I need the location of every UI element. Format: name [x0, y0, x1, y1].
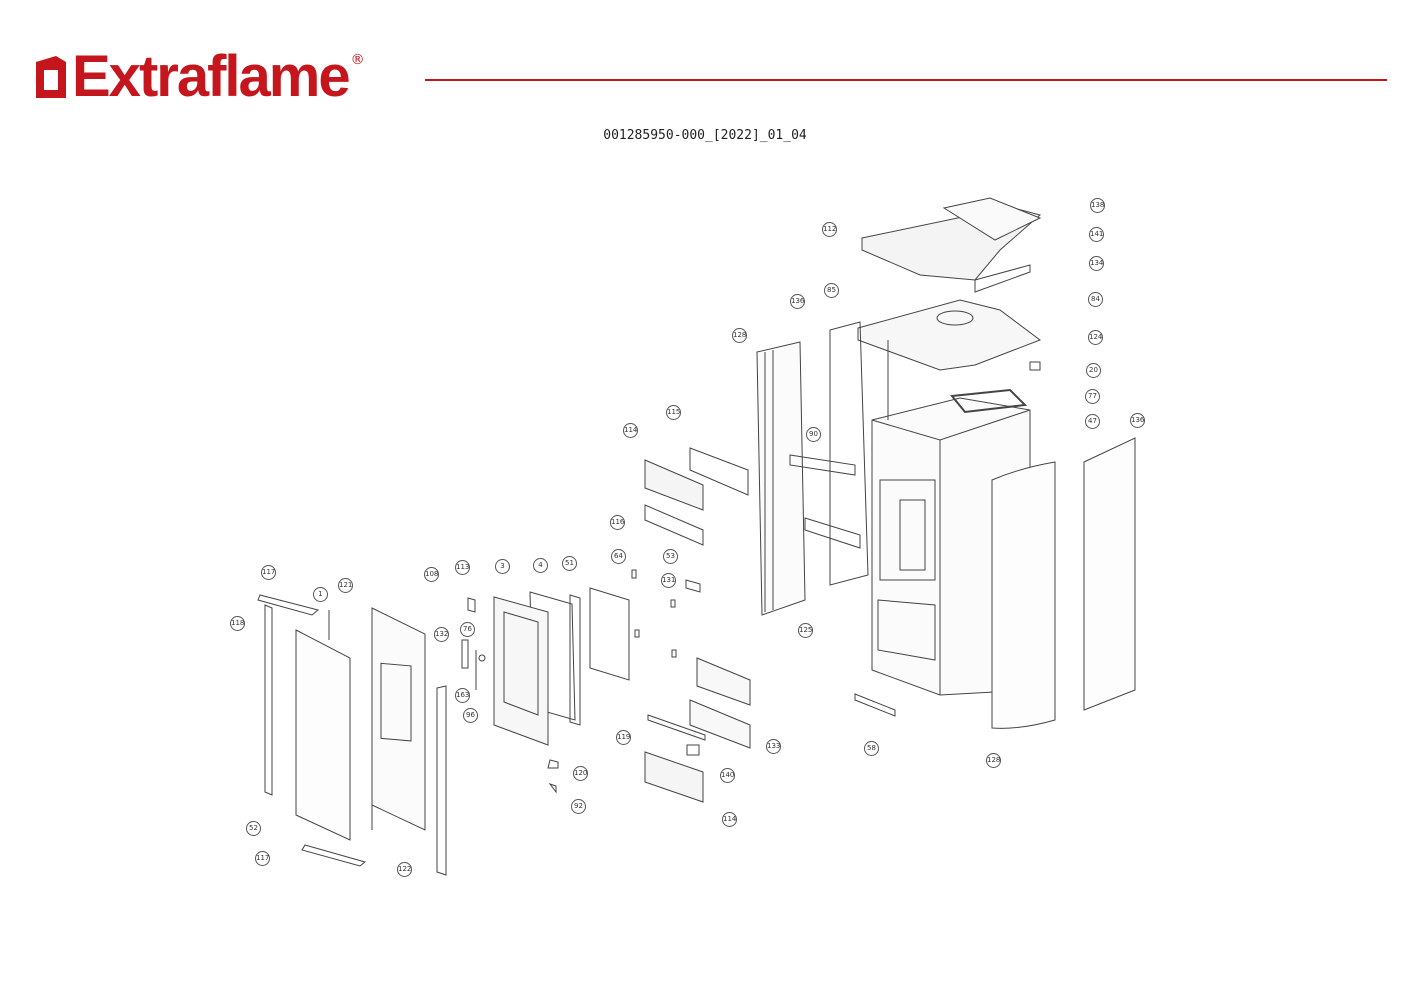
part-panel-115 [689, 447, 749, 496]
callout-20: 20 [1086, 363, 1101, 378]
callout-53: 53 [663, 549, 678, 564]
callout-4: 4 [533, 558, 548, 573]
callout-47: 47 [1085, 414, 1100, 429]
part-glass-51 [589, 587, 630, 681]
callout-114: 114 [623, 423, 638, 438]
callout-125: 125 [798, 623, 813, 638]
callout-85: 85 [824, 283, 839, 298]
part-glass-52 [295, 629, 351, 841]
callout-52: 52 [246, 821, 261, 836]
callout-132: 132 [434, 627, 449, 642]
logo-mark-icon [36, 56, 66, 98]
callout-122: 122 [397, 862, 412, 877]
callout-141: 141 [1089, 227, 1104, 242]
part-left-column [756, 341, 806, 616]
part-strip-122 [436, 685, 447, 876]
callout-120: 120 [573, 766, 588, 781]
callout-92: 92 [571, 799, 586, 814]
callout-113: 113 [455, 560, 470, 575]
part-panel-133 [689, 657, 751, 749]
header-rule [425, 79, 1387, 81]
part-panel-119 [647, 714, 706, 741]
callout-138: 138 [1090, 198, 1105, 213]
callout-131: 131 [661, 573, 676, 588]
callout-108: 108 [424, 567, 439, 582]
part-top-plate [857, 299, 1042, 371]
part-side-panel [1083, 437, 1136, 711]
callout-96: 96 [463, 708, 478, 723]
callout-1: 1 [313, 587, 328, 602]
callout-117: 117 [255, 851, 270, 866]
callout-76: 76 [460, 622, 475, 637]
part-door-113 [493, 596, 549, 746]
part-panel-114b [644, 751, 704, 803]
callout-116: 116 [610, 515, 625, 530]
callout-112: 112 [822, 222, 837, 237]
part-strip-117-bottom [301, 844, 367, 867]
callout-128: 128 [986, 753, 1001, 768]
brand-logo: Extraflame ® [34, 48, 365, 108]
part-rear-panel [829, 321, 869, 586]
part-panel-114 [644, 459, 704, 511]
callout-136: 136 [1130, 413, 1145, 428]
callout-128: 128 [732, 328, 747, 343]
part-bracket [974, 264, 1031, 293]
document-code: 001285950-000_[2022]_01_04 [603, 128, 807, 143]
callout-114: 114 [722, 812, 737, 827]
callout-77: 77 [1085, 389, 1100, 404]
callout-163: 163 [455, 688, 470, 703]
callout-84: 84 [1088, 292, 1103, 307]
callout-90: 90 [806, 427, 821, 442]
part-top-cover [942, 197, 1042, 241]
part-foot-58 [854, 693, 896, 717]
part-right-curved-panel [991, 461, 1056, 729]
callout-136: 136 [790, 294, 805, 309]
part-gasket-4 [569, 594, 581, 726]
part-panel-116 [644, 504, 704, 546]
callout-133: 133 [766, 739, 781, 754]
part-front-panel-121 [371, 607, 426, 831]
callout-118: 118 [230, 616, 245, 631]
callout-64: 64 [611, 549, 626, 564]
callout-51: 51 [562, 556, 577, 571]
callout-140: 140 [720, 768, 735, 783]
callout-58: 58 [864, 741, 879, 756]
part-strip-118 [264, 604, 273, 796]
registered-mark: ® [350, 52, 365, 68]
part-strip-117-top [257, 594, 320, 616]
brand-name: Extraflame [72, 44, 351, 109]
callout-3: 3 [495, 559, 510, 574]
callout-119: 119 [616, 730, 631, 745]
callout-117: 117 [261, 565, 276, 580]
callout-124: 124 [1088, 330, 1103, 345]
callout-115: 115 [666, 405, 681, 420]
callout-121: 121 [338, 578, 353, 593]
callout-134: 134 [1089, 256, 1104, 271]
